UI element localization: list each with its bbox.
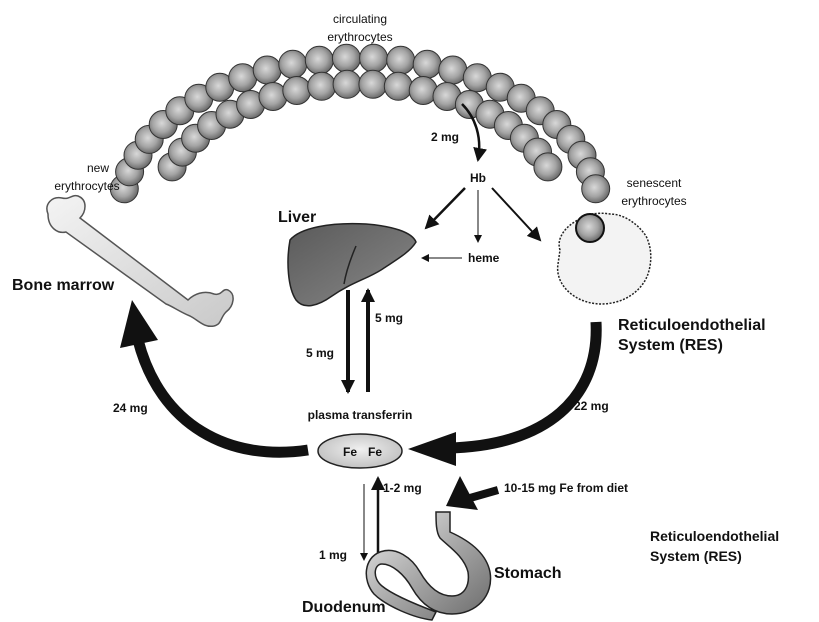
fe-to-bone-marrow-arrowhead	[120, 300, 158, 348]
erythrocyte-cell	[333, 70, 361, 98]
erythrocyte-cell	[409, 77, 437, 105]
liver-to-transferrin-amount: 5 mg	[306, 346, 334, 360]
fe-to-bone-marrow-arc	[138, 340, 308, 452]
erythrocyte-cell	[534, 153, 562, 181]
res-label-line2: System (RES)	[618, 337, 723, 354]
erythrocyte-cell	[308, 72, 336, 100]
erythrocyte-cell	[332, 44, 360, 72]
circulating-erythrocytes-chain	[110, 44, 609, 203]
senescent-erythrocyte	[576, 214, 604, 242]
new-erythrocytes-label-line1: new	[87, 161, 109, 175]
erythrocyte-cell	[259, 83, 287, 111]
fe-to-duodenum-amount: 1 mg	[319, 548, 347, 562]
erythrocyte-cell	[359, 70, 387, 98]
plasma-transferrin-label: plasma transferrin	[308, 408, 413, 422]
erythrocyte-cell	[305, 46, 333, 74]
res-secondary-label-line2: System (RES)	[650, 548, 742, 564]
erythrocyte-cell	[387, 46, 415, 74]
erythrocyte-cell	[413, 50, 441, 78]
bone-marrow-label: Bone marrow	[12, 277, 115, 294]
dietary-iron-label: 10-15 mg Fe from diet	[504, 481, 628, 495]
diet-arrow-shaft	[470, 490, 498, 498]
erythrocyte-cell	[253, 56, 281, 84]
duodenum-to-fe-amount: 1-2 mg	[383, 481, 422, 495]
hb-label: Hb	[470, 171, 486, 185]
transferrin-to-liver-amount: 5 mg	[375, 311, 403, 325]
hb-to-liver-arrow	[426, 188, 465, 228]
erythrocyte-cell	[283, 77, 311, 105]
bone-marrow-bone	[47, 196, 233, 327]
erythrocyte-cell	[439, 56, 467, 84]
erythrocyte-cell	[360, 44, 388, 72]
res-to-fe-arc	[448, 322, 596, 448]
new-erythrocytes-label-line2: erythrocytes	[54, 179, 119, 193]
liver-organ	[288, 224, 416, 306]
circulating-erythrocytes-label-line1: circulating	[333, 12, 387, 26]
fe-pool-label-right: Fe	[368, 445, 382, 459]
res-to-fe-amount: 22 mg	[574, 399, 609, 413]
heme-label: heme	[468, 251, 500, 265]
erythrocyte-cell	[229, 64, 257, 92]
circulating-erythrocytes-label-line2: erythrocytes	[327, 30, 392, 44]
erythrocyte-to-hb-amount: 2 mg	[431, 130, 459, 144]
duodenum-label: Duodenum	[302, 599, 386, 616]
erythrocyte-cell	[582, 175, 610, 203]
res-secondary-label-line1: Reticuloendothelial	[650, 528, 779, 544]
liver-label: Liver	[278, 209, 316, 226]
res-label-line1: Reticuloendothelial	[618, 317, 766, 334]
res-to-fe-arrowhead	[408, 432, 456, 466]
stomach-label: Stomach	[494, 565, 562, 582]
hb-to-res-arrow	[492, 188, 540, 240]
fe-to-bone-marrow-amount: 24 mg	[113, 401, 148, 415]
erythrocyte-cell	[279, 50, 307, 78]
erythrocyte-cell	[384, 72, 412, 100]
fe-pool-label-left: Fe	[343, 445, 357, 459]
senescent-erythrocytes-label-line1: senescent	[627, 176, 682, 190]
senescent-erythrocytes-label-line2: erythrocytes	[621, 194, 686, 208]
fe-pool	[318, 434, 402, 468]
